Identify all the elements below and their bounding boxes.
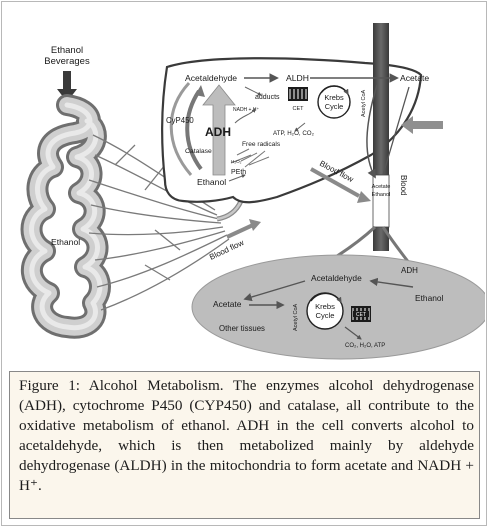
hepatic-inflow-arrow xyxy=(401,116,443,134)
acetaldehyde-liver-label: Acetaldehyde xyxy=(185,73,237,83)
acetylcoa-liver-label: Acetyl CoA xyxy=(361,89,367,117)
acetate-liver-label: Acetate xyxy=(400,73,429,83)
liver-products-label: ATP, H₂O, CO₂ xyxy=(273,130,315,137)
acetate-ethanol-label-2: Ethanol xyxy=(372,192,391,198)
ethanol-intestine-label: Ethanol xyxy=(51,237,80,247)
ethanol-liver-label: Ethanol xyxy=(197,177,226,187)
portal-vessels xyxy=(88,134,244,311)
acetate-tissue-label: Acetate xyxy=(213,299,242,309)
peth-label: PEth xyxy=(231,169,246,176)
cet-tissue-label: CET xyxy=(356,312,366,318)
aldh-liver-label: ALDH xyxy=(286,73,309,83)
caption-box xyxy=(9,371,480,519)
beverages-label-1: Ethanol xyxy=(51,45,83,56)
adh-tissue-label: ADH xyxy=(401,266,418,275)
liver xyxy=(161,57,423,204)
krebs-liver-label-1: Krebs xyxy=(324,93,344,102)
acetate-ethanol-label-1: Acetate xyxy=(372,184,391,190)
beverages-label-2: Beverages xyxy=(44,56,90,67)
ingestion-arrow xyxy=(57,71,77,102)
h2o2-label: H₂O₂ xyxy=(231,159,242,164)
other-tissues-label: Other tissues xyxy=(219,324,265,333)
acetylcoa-tissue-label: Acetyl CoA xyxy=(293,303,299,331)
liver-krebs-cycle: CET Krebs Cycle Acetyl CoA xyxy=(288,85,367,119)
blood-vertical-label: Blood xyxy=(399,175,408,195)
free-radicals-label: Free radicals xyxy=(242,141,281,148)
krebs-liver-label-2: Cycle xyxy=(325,102,343,111)
acetaldehyde-tissue-label: Acetaldehyde xyxy=(311,273,362,283)
adh-big-arrow xyxy=(202,84,236,176)
catalase-label: Catalase xyxy=(185,148,212,155)
ethanol-tissue-label: Ethanol xyxy=(415,293,444,303)
intestine xyxy=(20,94,111,339)
tissue-krebs-cycle: Krebs Cycle CET xyxy=(306,292,371,330)
cyp450-label: CyP450 xyxy=(166,116,194,125)
cet-liver-label: CET xyxy=(293,106,305,112)
tissue-products-label: CO₂, H₂O, ATP xyxy=(345,343,385,349)
adh-liver-label: ADH xyxy=(205,125,231,139)
krebs-tissue-label-1: Krebs xyxy=(315,302,335,311)
nadh-liver-label: NADH + H⁺ xyxy=(233,107,259,113)
alcohol-metabolism-diagram: Ethanol Beverages Acetaldehyde ALDH Acet… xyxy=(20,23,485,360)
figure-caption: Figure 1: Alcohol Metabolism. The enzyme… xyxy=(19,377,474,494)
adducts-label: adducts xyxy=(255,94,280,101)
krebs-tissue-label-2: Cycle xyxy=(316,311,335,320)
